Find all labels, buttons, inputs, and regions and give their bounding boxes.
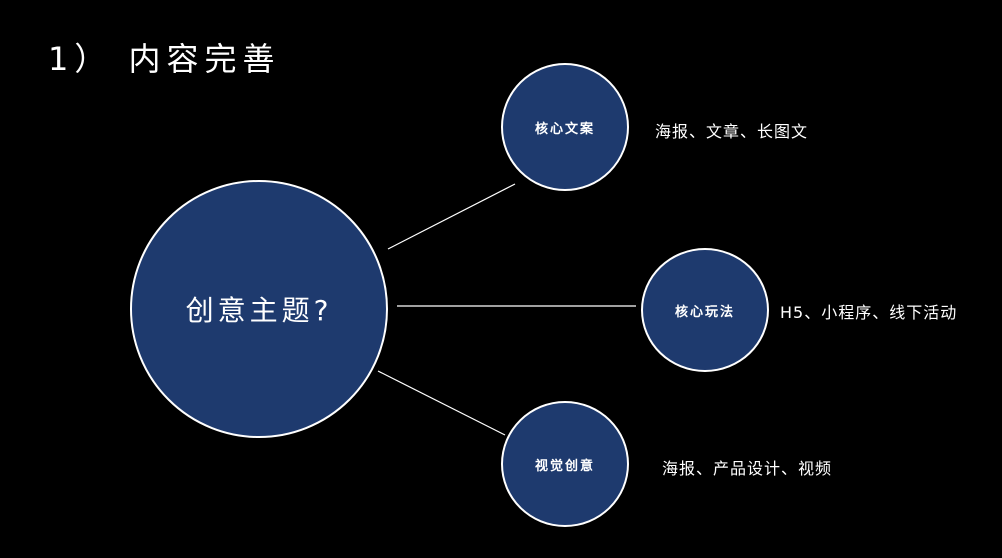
connector-line-3 (377, 370, 506, 436)
branch-description-visual-creative: 海报、产品设计、视频 (662, 459, 833, 478)
branch-description-core-copy: 海报、文章、长图文 (655, 122, 809, 141)
branch-node-label: 视觉创意 (534, 458, 595, 474)
center-node-label: 创意主题? (185, 294, 333, 327)
branch-node-core-gameplay: 核心玩法 (641, 248, 769, 372)
branch-description-core-gameplay: H5、小程序、线下活动 (780, 303, 958, 322)
page-title: 1） 内容完善 (48, 40, 281, 78)
connector-line-1 (387, 183, 516, 250)
branch-node-core-copy: 核心文案 (501, 63, 629, 191)
branch-node-visual-creative: 视觉创意 (501, 401, 629, 527)
branch-node-label: 核心玩法 (674, 304, 735, 320)
center-node: 创意主题? (130, 180, 388, 438)
branch-node-label: 核心文案 (534, 121, 595, 137)
